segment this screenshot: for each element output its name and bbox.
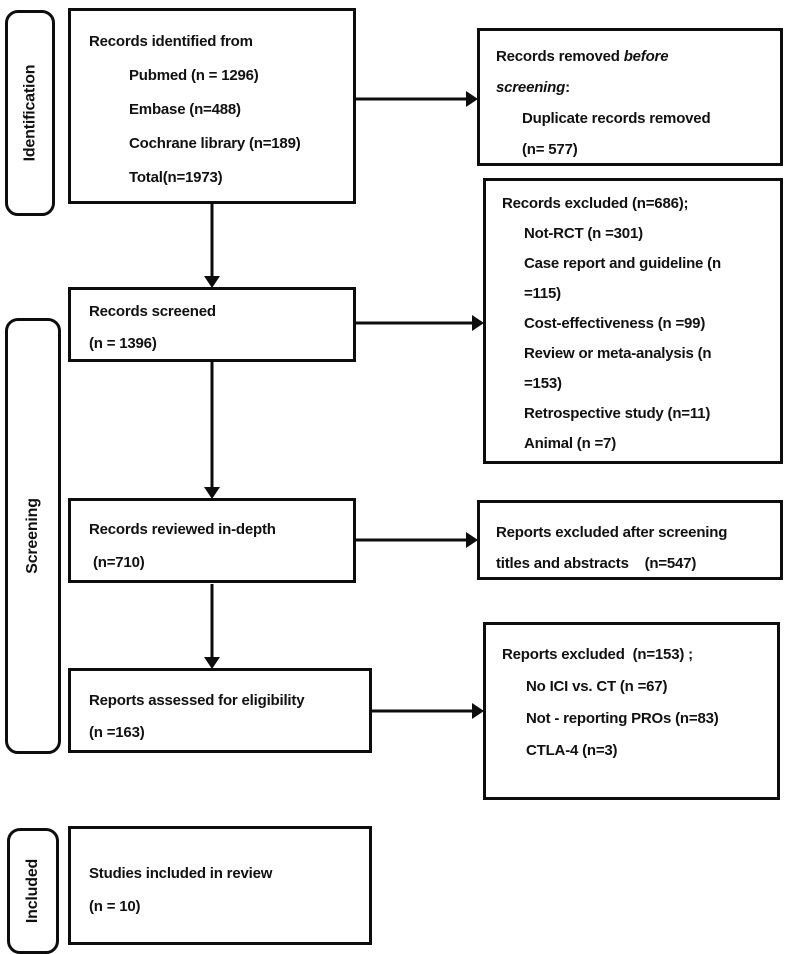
right-arrow-identified-to-removed-icon [355, 91, 478, 107]
box-reports-excluded-eligibility: Reports excluded (n=153) ; No ICI vs. CT … [483, 622, 780, 800]
box-text-line: Cochrane library (n=189) [129, 135, 301, 152]
stage-identification-label: Identification [21, 64, 39, 162]
box-text-line: Total(n=1973) [129, 169, 223, 186]
box-text-line: screening: [496, 79, 570, 96]
box-text-line: =115) [524, 285, 561, 302]
stage-included-label: Included [24, 858, 41, 924]
right-arrow-assessed-to-excluded-icon [372, 703, 484, 719]
box-text-line: =153) [524, 375, 562, 392]
down-arrow-screened-to-reviewed-icon [204, 362, 220, 499]
box-text-line: Records reviewed in-depth [89, 521, 276, 538]
box-text-line: Cost-effectiveness (n =99) [524, 315, 706, 332]
box-text-line: Review or meta-analysis (n [524, 345, 712, 362]
box-records-reviewed-in-depth: Records reviewed in-depth (n=710) [68, 498, 356, 583]
box-text-line: Embase (n=488) [129, 101, 241, 118]
box-text-line: Case report and guideline (n [524, 255, 721, 272]
stage-screening: Screening [5, 318, 61, 754]
box-text-line: (n=710) [89, 554, 145, 571]
box-text-line: (n= 577) [522, 141, 578, 158]
right-arrow-screened-to-excluded-icon [355, 315, 484, 331]
box-studies-included: Studies included in review (n = 10) [68, 826, 372, 945]
box-text-line: Reports assessed for eligibility [89, 692, 305, 709]
box-records-removed-before-screening: Records removed before screening: Duplicat… [477, 28, 783, 166]
box-text-line: (n = 10) [89, 898, 141, 915]
box-text-line: (n =163) [89, 724, 145, 741]
box-text-line: Records excluded (n=686); [502, 195, 689, 212]
box-text-line: CTLA-4 (n=3) [526, 742, 618, 759]
box-text-line: Reports excluded (n=153) ; [502, 646, 693, 663]
box-reports-excluded-after-screening: Reports excluded after screening titles a… [477, 500, 783, 580]
box-text-line: Pubmed (n = 1296) [129, 67, 259, 84]
box-records-screened: Records screened (n = 1396) [68, 287, 356, 362]
right-arrow-reviewed-to-excluded-icon [355, 532, 478, 548]
box-text-line: Records removed before [496, 48, 669, 65]
box-text-line: No ICI vs. CT (n =67) [526, 678, 668, 695]
stage-identification: Identification [5, 10, 55, 216]
down-arrow-identified-to-screened-icon [204, 204, 220, 288]
box-text-line: titles and abstracts (n=547) [496, 555, 697, 572]
box-text-line: (n = 1396) [89, 335, 157, 352]
box-text-line: Duplicate records removed [522, 110, 711, 127]
box-text-line: Not-RCT (n =301) [524, 225, 643, 242]
box-text-line: Animal (n =7) [524, 435, 616, 452]
box-text-line: Not - reporting PROs (n=83) [526, 710, 719, 727]
box-records-excluded: Records excluded (n=686); Not-RCT (n =301… [483, 178, 783, 464]
down-arrow-reviewed-to-assessed-icon [204, 584, 220, 669]
stage-screening-label: Screening [24, 498, 41, 574]
box-text-line: Studies included in review [89, 865, 273, 882]
box-text-line: Retrospective study (n=11) [524, 405, 711, 422]
stage-included: Included [7, 828, 59, 954]
box-text-line: Reports excluded after screening [496, 524, 728, 541]
box-reports-assessed-for-eligibility: Reports assessed for eligibility (n =163) [68, 668, 372, 753]
box-text-line: Records identified from [89, 33, 253, 50]
box-text-line: Records screened [89, 303, 216, 320]
